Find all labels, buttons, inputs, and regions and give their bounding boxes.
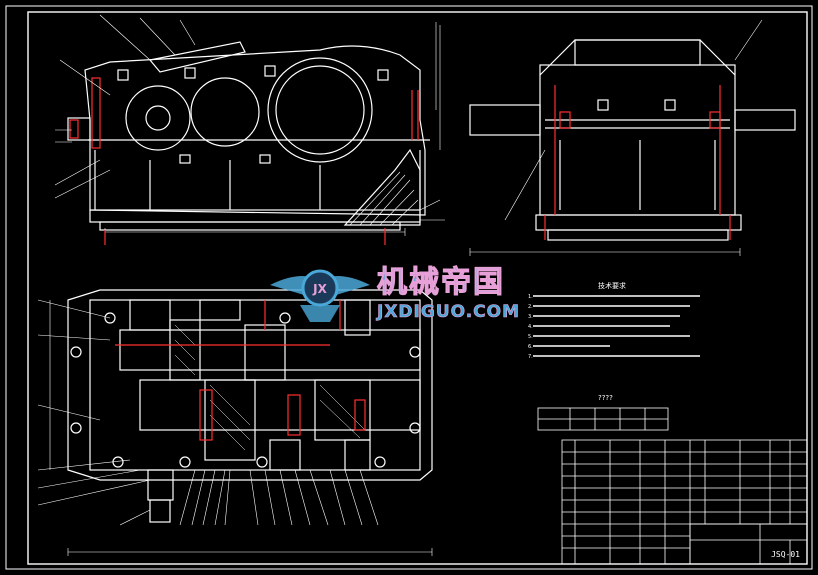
note-line-3: 3.: [528, 314, 533, 320]
technical-notes: 技术要求 1. 2. 3. 4. 5. 6. 7.: [528, 281, 700, 360]
side-view: [469, 39, 796, 256]
parts-list-table: [561, 439, 808, 565]
side-view-leaders: [504, 19, 763, 221]
front-view-red-parts: [69, 77, 419, 245]
plan-view-leaders: [37, 299, 379, 526]
note-line-1: 1.: [528, 294, 533, 300]
drawing-number: JSQ-01: [771, 550, 800, 559]
watermark: JX 机械帝国 JXDIGUO.COM: [270, 265, 520, 322]
plan-view: [49, 289, 433, 556]
note-line-4: 4.: [528, 324, 533, 330]
note-line-5: 5.: [528, 334, 533, 340]
front-view-leaders: [54, 14, 445, 221]
front-view: [67, 25, 441, 236]
spec-table-heading: ????: [598, 394, 613, 402]
watermark-emblem-letters: JX: [312, 282, 327, 296]
watermark-title: 机械帝国: [377, 265, 505, 300]
side-view-red-parts: [544, 85, 731, 240]
outer-frame: [5, 5, 813, 570]
notes-heading: 技术要求: [598, 281, 626, 290]
note-line-6: 6.: [528, 344, 533, 350]
watermark-emblem: JX: [270, 269, 370, 322]
spec-table: ????: [537, 394, 669, 431]
note-line-7: 7.: [528, 354, 533, 360]
note-line-2: 2.: [528, 304, 533, 310]
inner-frame: [27, 11, 808, 565]
watermark-url: JXDIGUO.COM: [376, 302, 520, 322]
